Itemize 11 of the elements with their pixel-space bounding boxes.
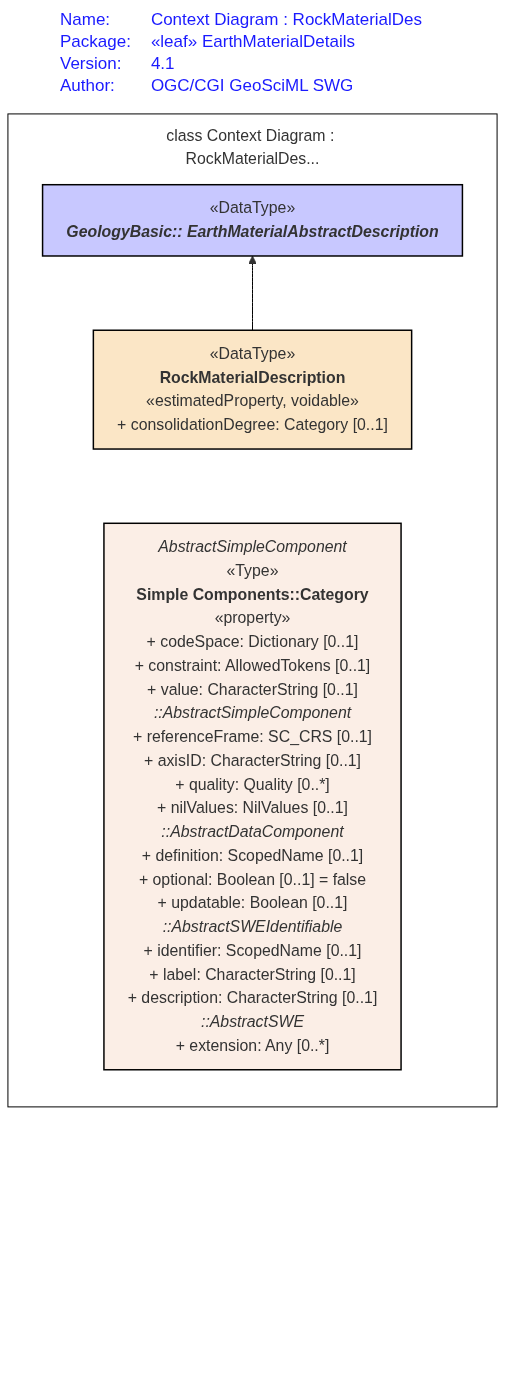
node-box: «DataType» GeologyBasic:: EarthMaterialAbstractDescription (41, 183, 464, 257)
note-text: OGC/CGI GeoSciML SWG (150, 76, 355, 96)
node-box: «DataType» RockMaterialDescription «estimatedProperty, voidable» + consolidationDegree: Category [0..1] (92, 329, 413, 450)
note-text: Name: (60, 10, 112, 30)
note-text: Context Diagram : RockMaterialDes (150, 10, 424, 30)
note-text: «leaf» EarthMaterialDetails (150, 32, 356, 52)
node-box: AbstractSimpleComponent «Type» Simple Components::Category «property» + codeSpace: Dictionary [0..1] + constraint: AllowedTokens [0..1] + value: CharacterString [0..1] ::AbstractSimpleComponent + referenceFrame: SC_CRS [0..1] + axisID: CharacterString [0..1] + quality: Quality [0..*] + nilValues: NilValues [0..1] ::AbstractDataComponent + definition: ScopedName [0..1] + optional: Boolean [0..1] = false + updatable: Boolean [0..1] ::AbstractSWEIdentifiable + identifier: ScopedName [0..1] + label: CharacterString [0..1] + description: CharacterString [0..1] ::AbstractSWE + extension: Any [0..*] (103, 522, 402, 1071)
note-text: 4.1 (150, 54, 176, 74)
note-text: Version: (60, 54, 123, 74)
note-text: Author: (60, 76, 116, 96)
note-text: Package: (60, 32, 131, 52)
